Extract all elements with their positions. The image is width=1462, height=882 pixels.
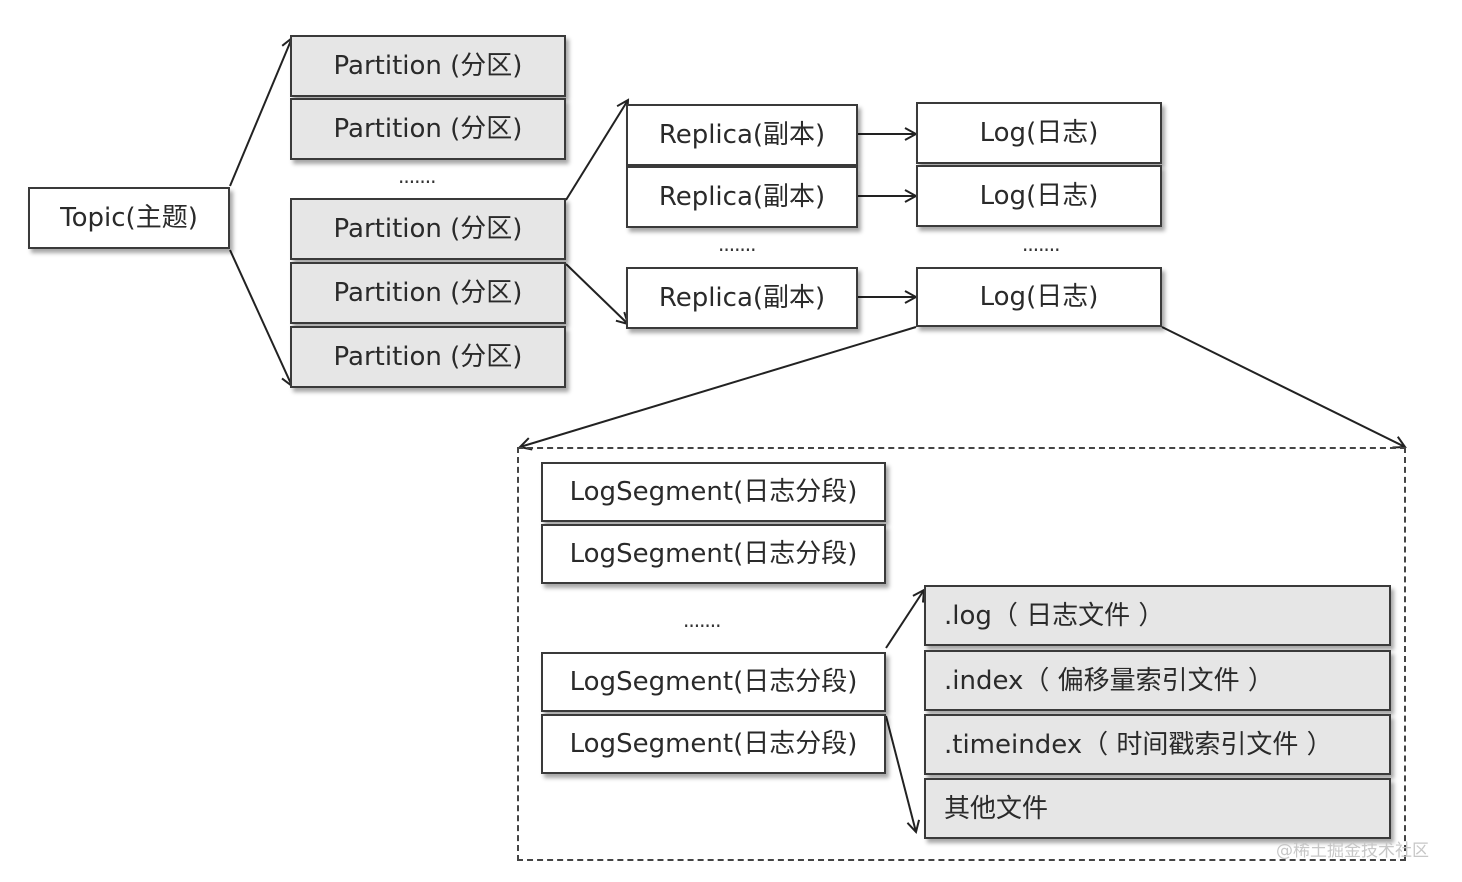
log-to-frame-left-arrow: [520, 326, 917, 447]
partition-box: Partition (分区): [290, 262, 566, 324]
segment-ellipsis: ·······: [683, 614, 722, 638]
log-segment-box: LogSegment(日志分段): [541, 714, 886, 774]
log-segment-label: LogSegment(日志分段): [569, 539, 858, 569]
log-segment-box: LogSegment(日志分段): [541, 462, 886, 522]
log-file-box: .log（ 日志文件 ）: [924, 585, 1391, 646]
log-box: Log(日志): [916, 165, 1162, 227]
replica-label: Replica(副本): [658, 120, 826, 150]
log-label: Log(日志): [979, 282, 1099, 312]
other-files-box: 其他文件: [924, 778, 1391, 839]
replica-ellipsis: ·······: [718, 238, 757, 262]
replica-box: Replica(副本): [626, 267, 858, 329]
log-segment-label: LogSegment(日志分段): [569, 729, 858, 759]
partition-label: Partition (分区): [333, 51, 523, 81]
log-to-frame-right-arrow: [1161, 326, 1405, 447]
topic-to-partition-bottom-arrow: [229, 249, 292, 386]
log-segment-frame: [517, 447, 1406, 861]
file-label: .log（ 日志文件 ）: [944, 600, 1165, 631]
log-label: Log(日志): [979, 118, 1099, 148]
replica-box: Replica(副本): [626, 166, 858, 228]
log-segment-box: LogSegment(日志分段): [541, 652, 886, 712]
partition-label: Partition (分区): [333, 342, 523, 372]
file-label: .index（ 偏移量索引文件 ）: [944, 665, 1274, 696]
partition-to-replica-bottom-arrow: [565, 263, 628, 324]
partition-box: Partition (分区): [290, 326, 566, 388]
topic-to-partition-top-arrow: [229, 38, 292, 187]
topic-box: Topic(主题): [28, 187, 230, 249]
file-label: .timeindex（ 时间戳索引文件 ）: [944, 729, 1333, 760]
segment-to-file-bottom-arrow: [885, 715, 916, 832]
partition-to-replica-top-arrow: [565, 100, 628, 201]
timeindex-file-box: .timeindex（ 时间戳索引文件 ）: [924, 714, 1391, 775]
log-label: Log(日志): [979, 181, 1099, 211]
partition-label: Partition (分区): [333, 214, 523, 244]
log-ellipsis: ·······: [1022, 238, 1061, 262]
partition-box: Partition (分区): [290, 198, 566, 260]
log-segment-label: LogSegment(日志分段): [569, 477, 858, 507]
log-segment-box: LogSegment(日志分段): [541, 524, 886, 584]
partition-box: Partition (分区): [290, 35, 566, 97]
partition-label: Partition (分区): [333, 278, 523, 308]
topic-label: Topic(主题): [60, 203, 198, 233]
log-segment-label: LogSegment(日志分段): [569, 667, 858, 697]
segment-to-file-top-arrow: [885, 590, 924, 649]
partition-ellipsis: ·······: [398, 170, 437, 194]
replica-label: Replica(副本): [658, 283, 826, 313]
index-file-box: .index（ 偏移量索引文件 ）: [924, 650, 1391, 711]
file-label: 其他文件: [944, 793, 1049, 824]
partition-label: Partition (分区): [333, 114, 523, 144]
watermark: @稀土掘金技术社区: [1276, 841, 1429, 861]
replica-label: Replica(副本): [658, 182, 826, 212]
log-box: Log(日志): [916, 102, 1162, 164]
partition-box: Partition (分区): [290, 98, 566, 160]
replica-box: Replica(副本): [626, 104, 858, 166]
log-box: Log(日志): [916, 267, 1162, 327]
